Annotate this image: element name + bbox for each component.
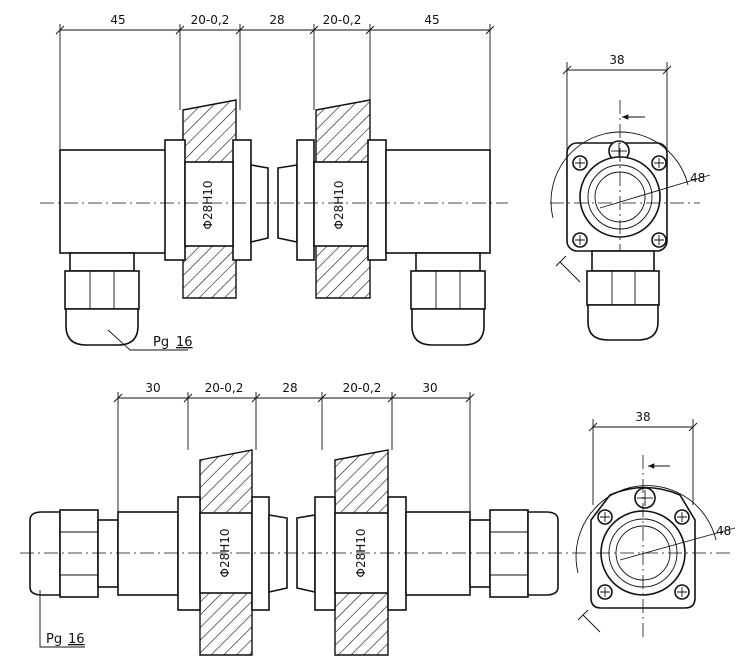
nut-top-right-outer: [367, 139, 387, 261]
cable-gland-top-left: [64, 252, 140, 346]
shaft-end-top-right: [277, 164, 298, 243]
bottom-dimension-chain: 30 20-0,2 28 20-0,2 30: [113, 381, 475, 512]
screw-holes-top: [572, 155, 667, 248]
sensor-body-bottom-left: [117, 511, 179, 596]
nut-top-right-inner: [296, 139, 315, 261]
cable-gland-top-right: [410, 252, 486, 346]
top-dimension-chain: 45 20-0,2 28 20-0,2 45: [55, 13, 495, 150]
nut-top-left-outer: [164, 139, 186, 261]
end-view-diameter-top: 48: [690, 171, 705, 185]
shaft-end-top-left: [250, 164, 269, 244]
bore-label-top-right: Φ28H10: [332, 180, 346, 229]
bottom-side-view: 30 20-0,2 28 20-0,2 30 Φ28H10 Φ28H10: [20, 381, 568, 656]
end-view-width-bottom: 38: [635, 410, 650, 424]
dim-bottom-wall-left: 20-0,2: [205, 381, 244, 395]
gland-label-top: Pg: [153, 335, 169, 350]
dim-bottom-right: 30: [422, 381, 437, 395]
nut-bottom-right-outer: [387, 496, 407, 611]
gland-nut-bottom-right: [489, 509, 529, 598]
gland-nut-bottom-left: [59, 509, 99, 598]
gland-cap-bottom-right: [527, 511, 559, 596]
bore-label-top-left: Φ28H10: [201, 180, 215, 229]
gland-number-bottom: 16: [68, 632, 85, 647]
top-side-view: 45 20-0,2 28 20-0,2 45 Φ28H10 Φ28H10: [40, 13, 508, 351]
dim-bottom-wall-right: 20-0,2: [343, 381, 382, 395]
top-end-view: 38 48: [550, 53, 711, 341]
gland-number-top: 16: [176, 335, 193, 350]
sensor-body-bottom-right: [405, 511, 471, 596]
screw-holes-bottom: [597, 509, 690, 600]
nut-bottom-left-inner: [251, 496, 270, 611]
end-view-diameter-bottom: 48: [716, 524, 731, 538]
bottom-end-view: 38 48: [572, 410, 736, 640]
dim-bottom-gap: 28: [282, 381, 297, 395]
sensor-body-top-left: [59, 149, 174, 254]
end-gland-nut-top: [591, 250, 655, 272]
dim-bottom-left: 30: [145, 381, 160, 395]
nut-bottom-left-outer: [177, 496, 201, 611]
dim-top-gap: 28: [269, 13, 284, 27]
bore-top-left: [184, 161, 234, 247]
dim-top-right: 45: [424, 13, 439, 27]
dim-top-left: 45: [110, 13, 125, 27]
end-view-width-top: 38: [609, 53, 624, 67]
dim-top-wall-right: 20-0,2: [323, 13, 362, 27]
gland-cap-bottom-left: [29, 511, 61, 596]
dim-top-wall-left: 20-0,2: [191, 13, 230, 27]
nut-bottom-right-inner: [314, 496, 336, 611]
gland-label-bottom: Pg: [46, 632, 62, 647]
sensor-body-top-right: [385, 149, 491, 254]
nut-top-left-inner: [232, 139, 252, 261]
